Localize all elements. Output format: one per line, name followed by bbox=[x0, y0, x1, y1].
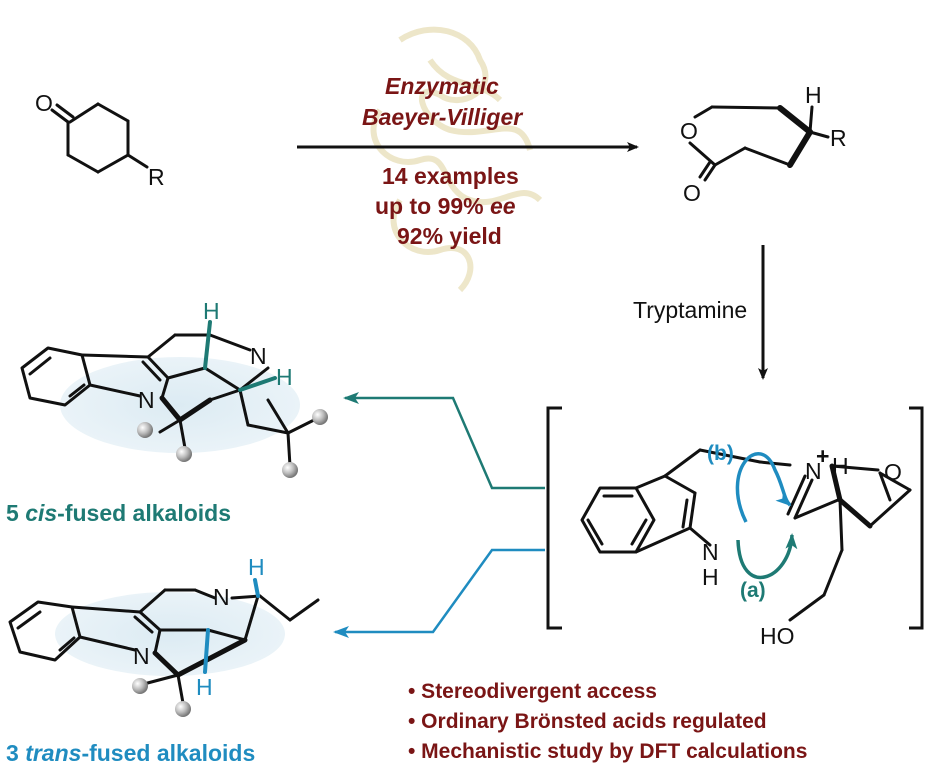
path-a-label: (a) bbox=[740, 579, 766, 602]
cis-indole-nitrogen: N bbox=[138, 387, 155, 413]
path-b-curved-arrow bbox=[735, 452, 792, 523]
cis-hydrogen-junction: H bbox=[276, 364, 293, 390]
condition-yield: 92% yield bbox=[397, 223, 502, 249]
condition-ee: up to 99% ee bbox=[375, 193, 516, 220]
enzyme-watermark bbox=[370, 26, 543, 293]
condition-baeyer-villiger: Baeyer-Villiger bbox=[362, 104, 523, 130]
indole-nh-nitrogen: N bbox=[702, 539, 719, 565]
cis-substituent-spheres bbox=[137, 409, 328, 478]
condition-ee-prefix: up to 99% bbox=[375, 193, 491, 219]
cis-hydrogen-top: H bbox=[203, 298, 220, 324]
condition-examples: 14 examples bbox=[382, 163, 519, 189]
indole-nh-hydrogen: H bbox=[702, 564, 719, 590]
trans-stereo-bonds bbox=[203, 578, 260, 674]
trans-substituent-spheres bbox=[132, 678, 191, 717]
intermediate-brackets bbox=[546, 406, 924, 630]
cis-count: 5 bbox=[6, 500, 19, 526]
lactone-carbonyl-oxygen: O bbox=[683, 180, 701, 206]
bullet-stereodivergent: • Stereodivergent access bbox=[408, 680, 657, 703]
trans-caption-rest: -fused alkaloids bbox=[81, 740, 256, 766]
intermediate-carbonyl-oxygen: O bbox=[884, 459, 902, 485]
trans-halo bbox=[55, 592, 285, 676]
trans-count: 3 bbox=[6, 740, 19, 766]
trans-alkaloid-structure bbox=[8, 588, 320, 705]
trans-italic-word: trans bbox=[25, 740, 82, 766]
cis-caption-rest: -fused alkaloids bbox=[57, 500, 231, 526]
condition-enzymatic: Enzymatic bbox=[385, 73, 499, 99]
lactone-structure bbox=[688, 105, 830, 182]
cis-italic-word: cis bbox=[25, 500, 58, 526]
path-b-label: (b) bbox=[707, 442, 734, 465]
ketone-oxygen: O bbox=[35, 90, 53, 116]
cis-alkaloid-structure bbox=[20, 333, 320, 468]
cis-caption: 5 cis-fused alkaloids bbox=[6, 500, 231, 527]
hydroxyl-group: HO bbox=[760, 623, 795, 649]
iminium-intermediate-structure bbox=[580, 448, 912, 622]
condition-ee-italic: ee bbox=[490, 193, 516, 219]
bullet-dft-study: • Mechanistic study by DFT calculations bbox=[408, 740, 808, 763]
trans-pathway-arrow bbox=[333, 548, 545, 638]
iminium-plus-charge: + bbox=[816, 443, 830, 469]
trans-hydrogen-top: H bbox=[248, 554, 265, 580]
trans-amine-nitrogen: N bbox=[213, 584, 230, 610]
cis-amine-nitrogen: N bbox=[250, 343, 267, 369]
trans-hydrogen-bottom: H bbox=[196, 674, 213, 700]
lactone-hydrogen: H bbox=[805, 82, 822, 108]
cis-pathway-arrow bbox=[343, 392, 545, 490]
lactone-r-group: R bbox=[830, 125, 847, 151]
bullet-bronsted-acids: • Ordinary Brönsted acids regulated bbox=[408, 710, 767, 733]
reagent-tryptamine: Tryptamine bbox=[633, 297, 748, 323]
cyclohexanone-structure bbox=[50, 102, 149, 174]
trans-indole-nitrogen: N bbox=[133, 643, 150, 669]
cis-stereo-bonds bbox=[203, 320, 277, 392]
ketone-r-group: R bbox=[148, 164, 165, 190]
cis-halo bbox=[60, 357, 300, 453]
lactone-ring-oxygen: O bbox=[680, 118, 698, 144]
iminium-nitrogen: N bbox=[805, 458, 822, 484]
path-a-curved-arrow bbox=[736, 533, 798, 580]
iminium-hydrogen: H bbox=[832, 453, 849, 479]
trans-caption: 3 trans-fused alkaloids bbox=[6, 740, 255, 767]
